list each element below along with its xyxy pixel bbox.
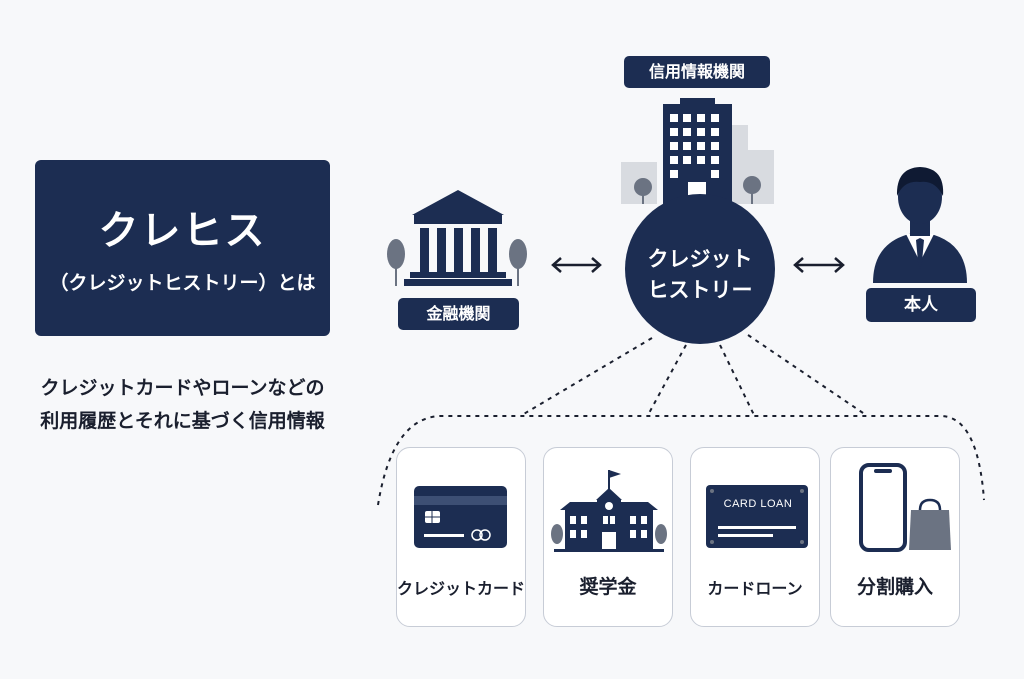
category-label: 分割購入 — [856, 576, 933, 598]
page-subtitle: （クレジットヒストリー）とは — [49, 272, 316, 294]
double-arrow-right — [793, 257, 845, 273]
person-icon — [873, 167, 967, 283]
category-card-scholarship: 奨学金 — [543, 447, 673, 627]
card-loan-text: CARD LOAN — [723, 498, 793, 510]
category-label: カードローン — [707, 579, 803, 598]
category-label: クレジットカード — [397, 579, 526, 598]
dashed-connector — [647, 344, 687, 416]
bank-label: 金融機関 — [398, 298, 519, 330]
credit-card-icon — [414, 486, 507, 548]
category-label: 奨学金 — [579, 576, 637, 598]
dashed-bracket — [377, 415, 985, 506]
description-line: 利用履歴とそれに基づく信用情報 — [40, 410, 325, 432]
category-card-credit-card: クレジットカード — [396, 447, 526, 627]
office-building-icon — [621, 98, 774, 204]
credit-agency-label: 信用情報機関 — [624, 56, 770, 88]
loan-card-icon — [706, 485, 808, 548]
center-label-line: ヒストリー — [647, 278, 753, 302]
smartphone-shopping-bag-icon — [859, 463, 951, 552]
dashed-connector — [747, 334, 867, 416]
category-card-card-loan: CARD LOAN カードローン — [690, 447, 820, 627]
credit-history-node: クレジット ヒストリー — [625, 194, 775, 344]
title-box: クレヒス （クレジットヒストリー）とは — [35, 160, 330, 336]
double-arrow-left — [551, 257, 602, 273]
person-label: 本人 — [866, 288, 976, 322]
center-label-line: クレジット — [647, 247, 753, 271]
bank-icon — [387, 190, 527, 286]
page-title: クレヒス — [98, 208, 267, 254]
school-building-icon — [551, 470, 667, 552]
dashed-connector — [719, 344, 755, 416]
dashed-connector — [521, 337, 653, 416]
description-line: クレジットカードやローンなどの — [40, 377, 325, 399]
category-card-installment: 分割購入 — [830, 447, 960, 627]
